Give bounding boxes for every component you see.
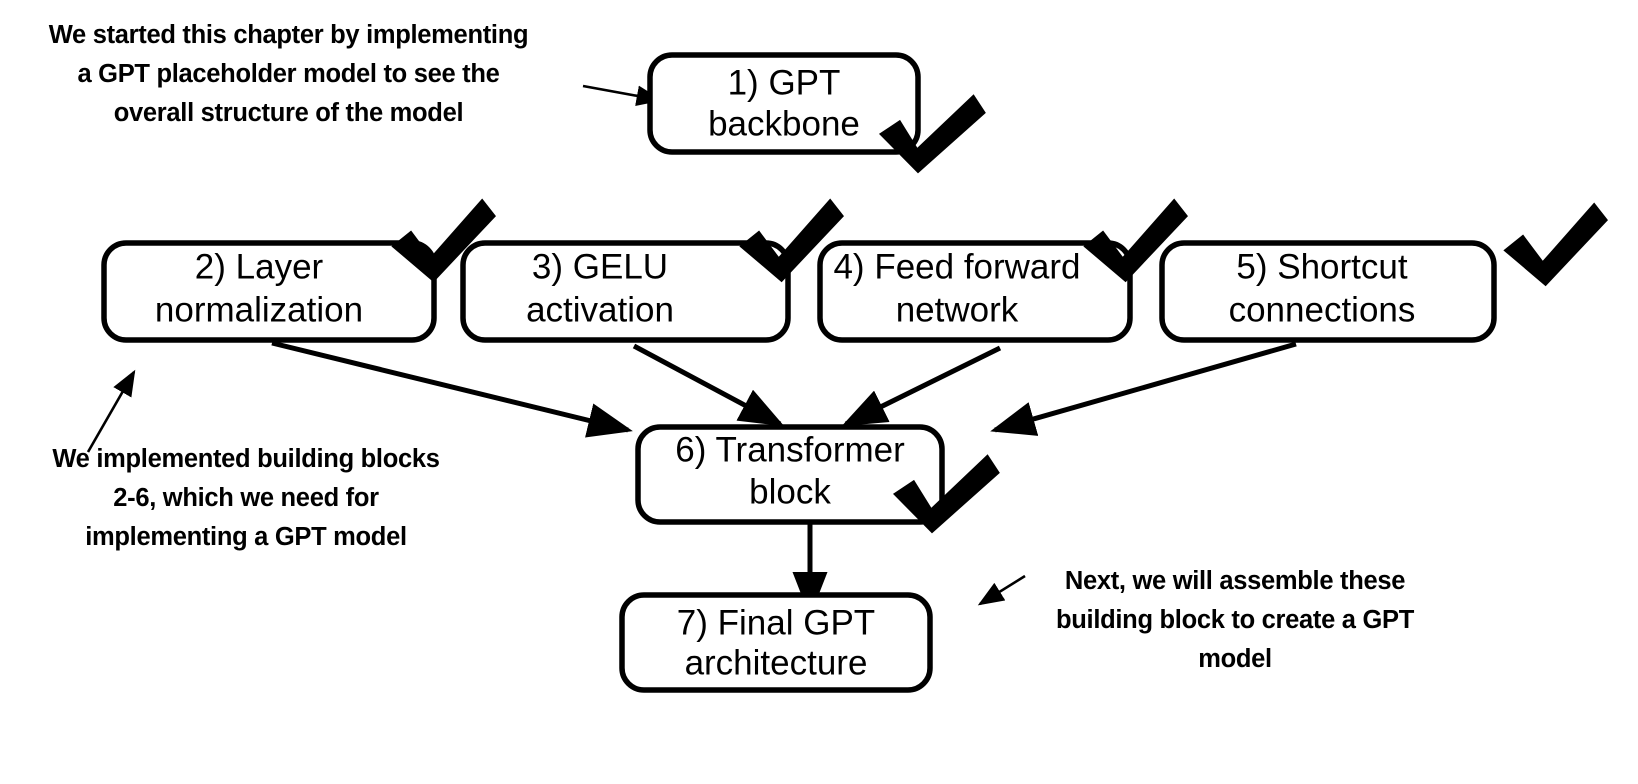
annotation-bottom-right: Next, we will assemble these building bl…	[1056, 567, 1414, 673]
check-icon-6	[892, 454, 1000, 534]
node-box-2[interactable]	[101, 240, 437, 343]
node-label-5-line1: 5) Shortcut	[1236, 247, 1407, 286]
node-label-3-line2: activation	[526, 290, 674, 329]
check-icon-3	[739, 198, 844, 283]
node-label-2-line1: 2) Layer	[195, 247, 324, 286]
node-label-4-line1: 4) Feed forward	[833, 247, 1080, 286]
node-label-5-line2: connections	[1229, 290, 1416, 329]
annotation-top-left: We started this chapter by implementing …	[48, 21, 529, 127]
node-box-6[interactable]	[635, 424, 945, 525]
node-label-1-line2: backbone	[708, 104, 860, 143]
check-icon-1	[878, 94, 986, 174]
node-label-7-line2: architecture	[685, 643, 868, 682]
node-box-4[interactable]	[817, 240, 1133, 343]
annotation-leaders	[86, 84, 1026, 606]
edge-feedforward-to-transformer	[841, 345, 1002, 427]
node-gelu-activation[interactable]: 3) GELU activation	[460, 240, 791, 343]
node-layer-normalization[interactable]: 2) Layer normalization	[101, 240, 437, 343]
node-label-6-line2: block	[749, 472, 831, 511]
node-label-1-line1: 1) GPT	[728, 63, 841, 102]
check-icon-5	[1503, 202, 1608, 287]
check-icon-4	[1083, 198, 1188, 283]
node-gpt-backbone[interactable]: 1) GPT backbone	[647, 52, 921, 155]
node-transformer-block[interactable]: 6) Transformer block	[635, 424, 945, 525]
node-shortcut-connections[interactable]: 5) Shortcut connections	[1159, 240, 1497, 343]
node-label-3-line1: 3) GELU	[532, 247, 668, 286]
edge-layernorm-to-transformer	[271, 340, 633, 438]
node-label-7-line1: 7) Final GPT	[677, 603, 875, 642]
edge-gelu-to-transformer	[632, 343, 785, 427]
edge-shortcut-to-transformer	[990, 341, 1297, 436]
annotation-bottom-left: We implemented building blocks 2-6, whic…	[52, 445, 440, 551]
node-final-gpt-architecture[interactable]: 7) Final GPT architecture	[619, 592, 933, 693]
node-box-3[interactable]	[460, 240, 791, 343]
checkmarks	[391, 94, 1608, 534]
leader-top-left-to-gpt-backbone	[582, 84, 663, 107]
node-box-1[interactable]	[647, 52, 921, 155]
flow-arrows	[271, 340, 1297, 617]
check-icon-2	[391, 198, 496, 283]
node-box-7[interactable]	[619, 592, 933, 693]
node-box-5[interactable]	[1159, 240, 1497, 343]
node-label-6-line1: 6) Transformer	[675, 430, 905, 469]
node-label-2-line2: normalization	[155, 290, 363, 329]
leader-bottom-left-to-layernorm	[86, 369, 136, 453]
node-label-4-line2: network	[896, 290, 1019, 329]
node-feed-forward-network[interactable]: 4) Feed forward network	[817, 240, 1133, 343]
leader-bottom-right-to-finalgpt	[977, 574, 1026, 606]
